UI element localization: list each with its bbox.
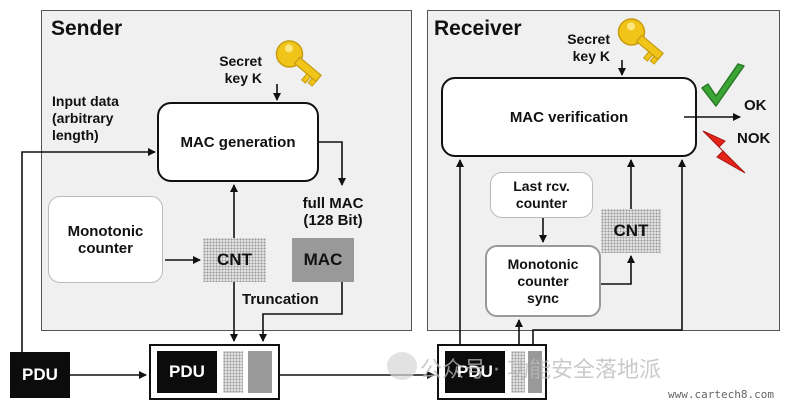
secured-pdu-out-cnt-field (223, 351, 243, 393)
full-mac-label: full MAC (128 Bit) (302, 195, 364, 229)
receiver-cnt-box: CNT (601, 209, 661, 253)
secured-pdu-in-payload: PDU (445, 351, 505, 393)
monotonic-counter-label: Monotonic counter (67, 222, 144, 257)
source-pdu-box: PDU (10, 352, 70, 398)
sender-title: Sender (51, 17, 123, 40)
secured-pdu-out-mac-field (248, 351, 272, 393)
lightning-bolt-icon (702, 130, 746, 174)
key-icon (617, 18, 664, 65)
input-data-label: Input data (arbitrary length) (52, 93, 119, 143)
secured-pdu-in-cnt-field (511, 351, 525, 393)
mac-label: MAC (303, 250, 343, 269)
truncation-label: Truncation (242, 291, 319, 308)
mac-verification-box: MAC verification (441, 77, 697, 157)
cnt-box: CNT (203, 238, 266, 282)
receiver-cnt-label: CNT (613, 221, 649, 240)
check-icon (701, 63, 745, 107)
last-rcv-counter-label: Last rcv. counter (513, 178, 570, 211)
monotonic-counter-sync-label: Monotonic counter sync (507, 255, 579, 306)
secured-pdu-in-label: PDU (457, 362, 493, 381)
sender-secret-key-label: Secret key K (219, 53, 262, 86)
mac-generation-label: MAC generation (180, 133, 296, 151)
last-rcv-counter-box: Last rcv. counter (490, 172, 593, 218)
secured-pdu-in: PDU (437, 344, 547, 400)
mac-generation-box: MAC generation (157, 102, 319, 182)
secured-pdu-out-label: PDU (169, 362, 205, 381)
secured-pdu-in-mac-field (528, 351, 542, 393)
watermark-text: 公众号 · 功能安全落地派 (420, 358, 661, 383)
key-icon (275, 40, 322, 87)
monotonic-counter-box: Monotonic counter (48, 196, 163, 283)
nok-label: NOK (737, 130, 771, 147)
watermark-site: www.cartech8.com (668, 388, 774, 401)
secured-pdu-out-payload: PDU (157, 351, 217, 393)
ok-label: OK (744, 97, 767, 114)
mac-verification-label: MAC verification (509, 108, 629, 126)
source-pdu-label: PDU (22, 365, 58, 384)
cnt-label: CNT (217, 250, 252, 269)
mac-box: MAC (292, 238, 354, 282)
receiver-secret-key-label: Secret key K (567, 31, 610, 64)
watermark-logo (387, 352, 417, 380)
secured-pdu-out: PDU (149, 344, 280, 400)
receiver-title: Receiver (434, 17, 522, 40)
monotonic-counter-sync-box: Monotonic counter sync (485, 245, 601, 317)
